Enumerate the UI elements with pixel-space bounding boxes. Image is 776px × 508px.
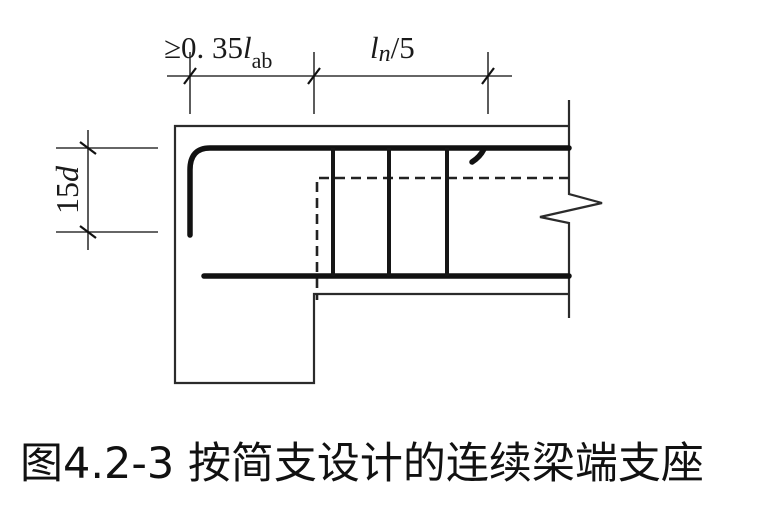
bar-end-hook-icon (469, 146, 487, 165)
tick-mark-icon (183, 67, 197, 85)
stirrups (331, 148, 449, 276)
figure-title: 按简支设计的连续梁端支座 (187, 439, 704, 489)
tick-mark-icon (79, 141, 97, 155)
column-reinforcement-dashed (315, 176, 569, 300)
figure-number: 图4.2-3 (20, 439, 175, 489)
figure-caption: 图4.2-3 按简支设计的连续梁端支座 (20, 432, 760, 496)
stirrup-zone-label: ln/5 (370, 30, 415, 67)
top-dimension-chain: ≥0. 35lab ln/5 (164, 30, 512, 114)
tick-mark-icon (481, 67, 495, 85)
beam-support-diagram: ≥0. 35lab ln/5 15d (49, 30, 603, 385)
column-beam-outline (173, 124, 569, 385)
break-line-icon (539, 100, 603, 318)
tick-mark-icon (79, 225, 97, 239)
anchorage-length-label: ≥0. 35lab (164, 30, 272, 73)
tick-mark-icon (307, 67, 321, 85)
hook-length-label: 15d (49, 165, 85, 214)
hook-length-dimension: 15d (49, 130, 158, 250)
top-bar-with-hook (187, 145, 572, 238)
